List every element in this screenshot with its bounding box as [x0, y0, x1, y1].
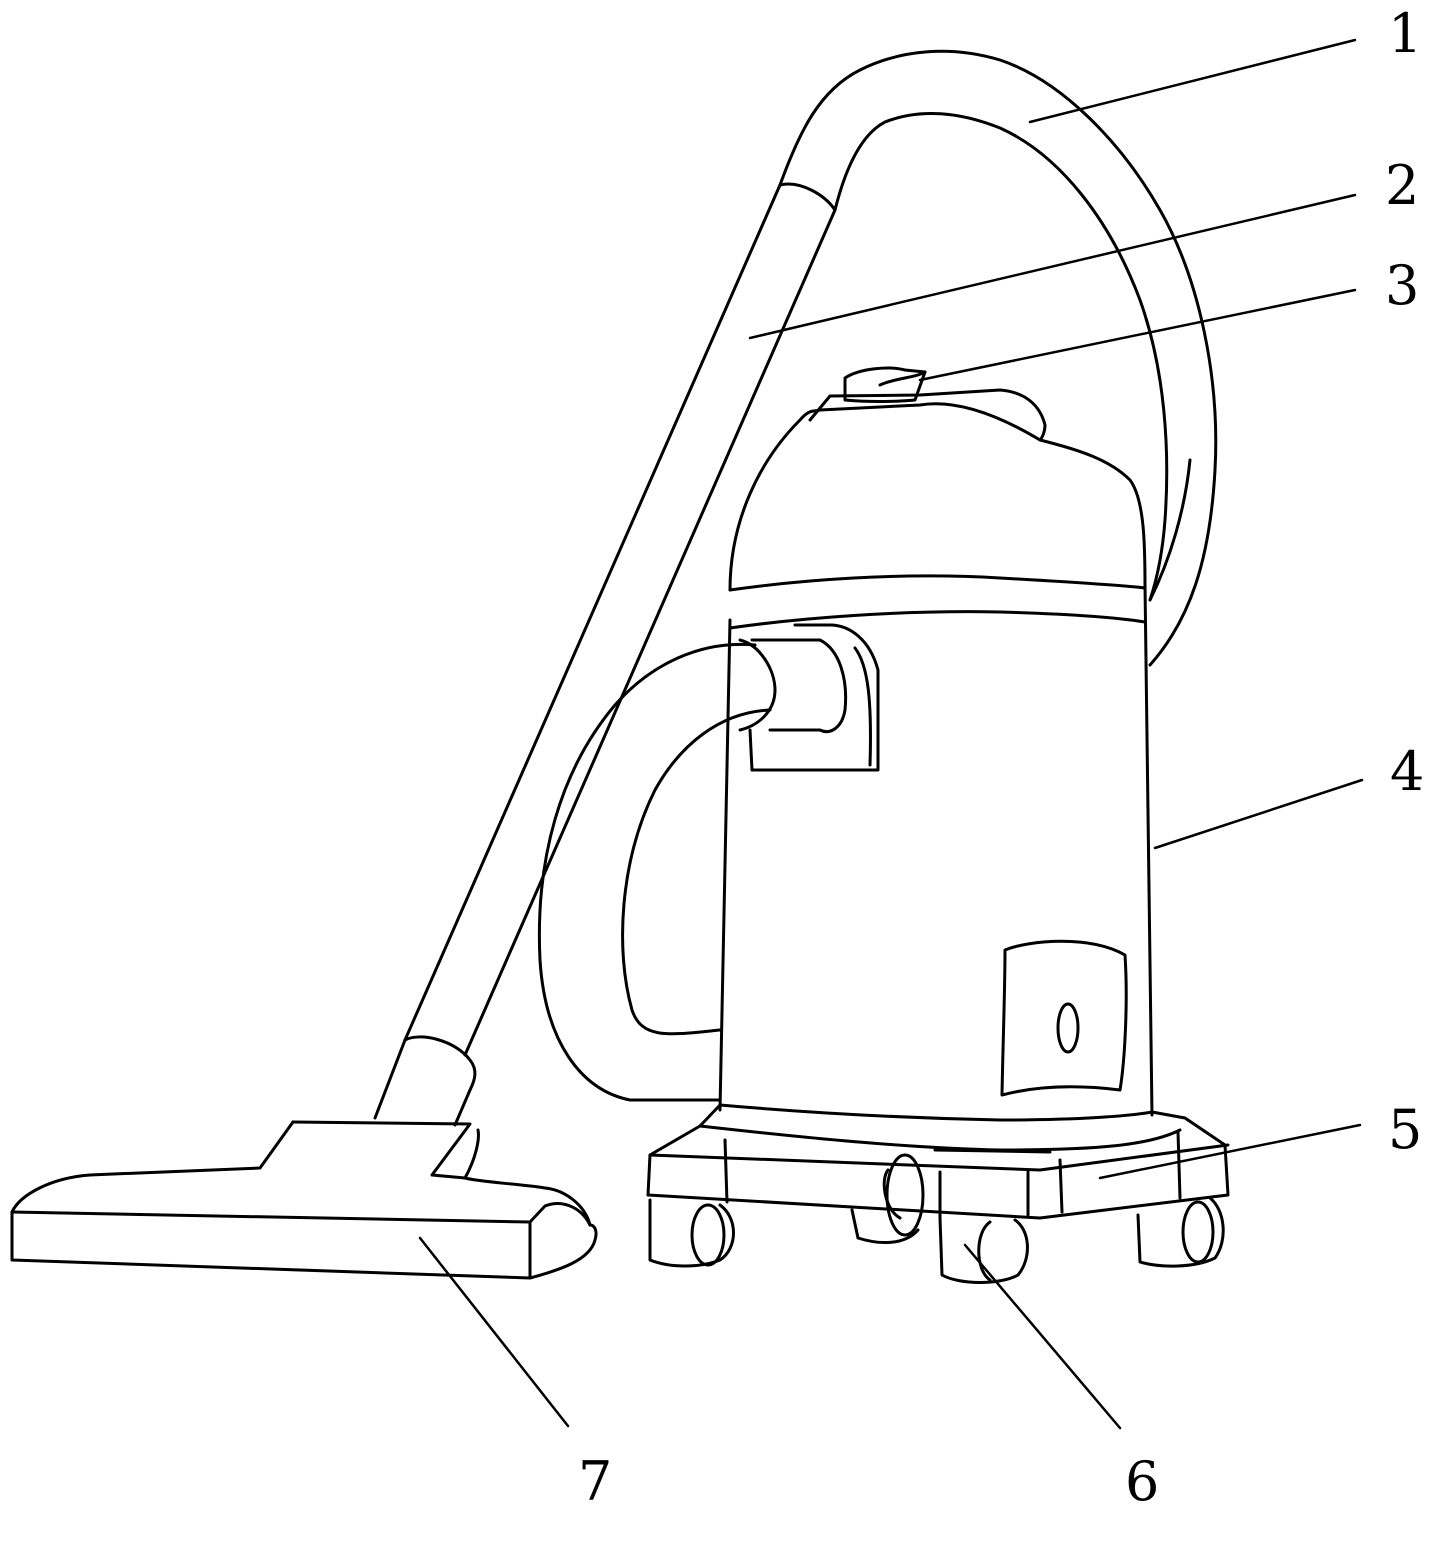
wheel-left-hub: [690, 1203, 726, 1267]
inlet-port: [748, 623, 880, 772]
leader-6: [963, 1243, 1122, 1430]
wand-lower-collar: [403, 1035, 477, 1092]
tank-band-bottom: [728, 610, 1147, 630]
label-4: 4: [1390, 740, 1424, 803]
hose-loop-inner: [833, 112, 1169, 602]
label-2: 2: [1385, 154, 1419, 217]
base-outline-top: [646, 1103, 1230, 1220]
caster-wheels: [648, 1153, 1225, 1284]
label-3: 3: [1385, 254, 1419, 317]
wheel-front: [938, 1216, 1029, 1284]
tank-bottom-edge: [718, 1103, 1154, 1122]
motor-head-rim: [808, 388, 1047, 442]
nozzle-top-left: [10, 1120, 295, 1214]
wheel-left: [648, 1198, 735, 1268]
base-center-block: [933, 1148, 1052, 1220]
inlet-port-inner: [750, 638, 848, 734]
motor-head: [728, 388, 1147, 592]
inlet-port-frame: [748, 623, 880, 772]
wheel-center-back-hub: [885, 1153, 925, 1237]
leader-5: [1098, 1123, 1362, 1180]
nozzle-body-front: [10, 1210, 532, 1280]
wheel-right-hub: [1181, 1200, 1215, 1264]
leader-1: [1028, 38, 1357, 124]
base-front-top: [648, 1143, 1230, 1172]
tank-right-wall: [1143, 583, 1154, 1117]
base-top: [698, 1124, 1182, 1152]
motor-head-outline: [728, 402, 1147, 592]
leader-2: [748, 193, 1357, 340]
wand-neck-left: [373, 1038, 407, 1120]
label-5: 5: [1388, 1098, 1422, 1161]
label-1: 1: [1388, 2, 1422, 65]
base-div-2: [1058, 1158, 1064, 1214]
base-div-1: [723, 1138, 729, 1204]
flex-hose-inner: [621, 708, 772, 1036]
tank-body: [718, 574, 1154, 1122]
leader-7: [418, 1236, 570, 1428]
tank-left-wall: [718, 618, 732, 1112]
wand-neck-right: [453, 1088, 472, 1127]
wand-tube: [373, 182, 837, 1127]
label-6: 6: [1125, 1450, 1159, 1513]
hose-loop-end: [1148, 458, 1192, 602]
floor-nozzle: [10, 1120, 598, 1280]
indicator-window: [1000, 939, 1128, 1097]
tank-band-top: [728, 574, 1147, 592]
inlet-port-side: [853, 646, 872, 767]
base-div-3: [1176, 1130, 1182, 1200]
indicator-window-oval: [1056, 1002, 1080, 1054]
wheel-center-back: [850, 1168, 920, 1244]
nozzle-top-plate: [291, 1120, 480, 1180]
flex-hose-outer: [537, 642, 757, 1102]
flex-hose-cuff: [738, 638, 777, 732]
top-handle: [843, 366, 927, 403]
hose-loop-outer: [778, 49, 1218, 667]
indicator-window-outline: [1000, 939, 1128, 1097]
hose-loop: [778, 49, 1218, 667]
leader-3: [918, 288, 1357, 382]
top-handle-grip: [878, 370, 927, 387]
nozzle-body-top: [10, 1202, 592, 1227]
wheel-front-hub: [977, 1220, 992, 1282]
leader-4: [1153, 778, 1364, 850]
flex-hose: [537, 638, 777, 1102]
wand-left-edge: [403, 183, 782, 1042]
leader-lines: [418, 38, 1364, 1430]
wheel-right: [1136, 1196, 1225, 1268]
part-labels: 1 2 3 4 5 6 7: [578, 2, 1424, 1513]
base-frame: [646, 1103, 1230, 1220]
label-7: 7: [578, 1450, 612, 1513]
nozzle-body-upper-back: [463, 1176, 592, 1227]
nozzle-end-cap: [528, 1223, 598, 1280]
wand-right-edge: [463, 208, 837, 1057]
wand-collar-top: [778, 182, 837, 212]
